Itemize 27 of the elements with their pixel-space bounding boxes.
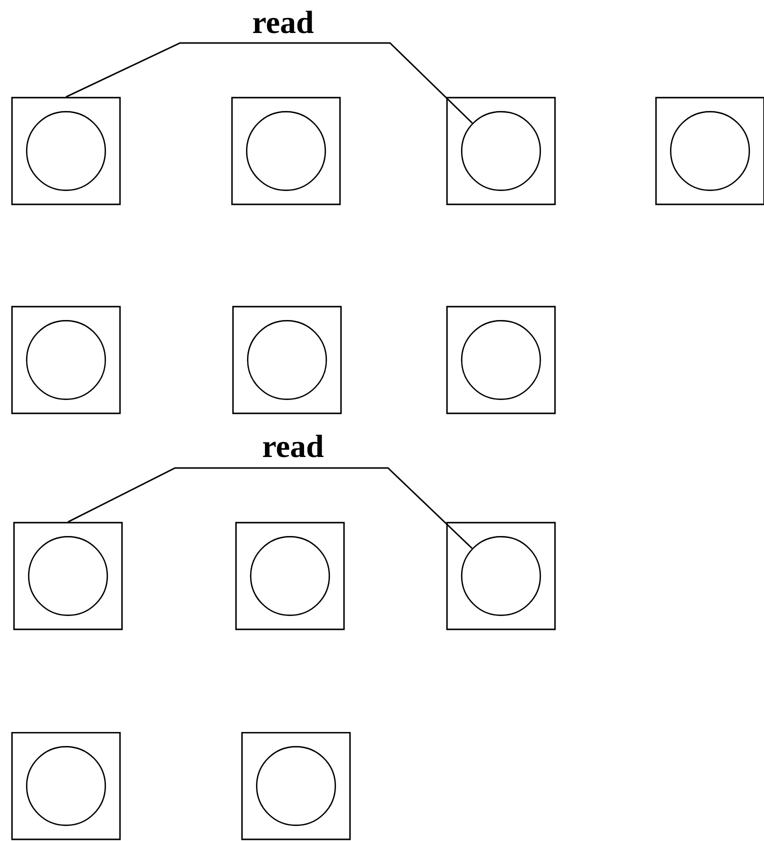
square-box <box>241 732 351 840</box>
edge-label: read <box>263 434 324 458</box>
circle-shape <box>670 111 750 191</box>
circle-shape <box>26 746 106 826</box>
circle-shape <box>26 320 106 400</box>
circle-shape <box>246 111 326 191</box>
circle-shape <box>461 536 541 616</box>
square-box <box>11 96 121 206</box>
circle-shape <box>461 320 541 400</box>
circle-shape <box>28 536 108 616</box>
connector-line <box>66 42 473 124</box>
circle-shape <box>247 320 327 400</box>
square-box <box>11 732 121 840</box>
square-box <box>446 522 556 630</box>
square-box <box>11 306 121 414</box>
square-box <box>231 96 341 206</box>
edge-label: read <box>253 10 314 34</box>
square-box <box>235 522 345 630</box>
square-box <box>446 96 556 206</box>
connector-line <box>68 467 473 549</box>
circle-shape <box>461 111 541 191</box>
circle-shape <box>256 746 336 826</box>
circle-shape <box>26 111 106 191</box>
square-box <box>232 306 342 414</box>
circle-shape <box>250 536 330 616</box>
square-box <box>446 306 556 414</box>
square-box <box>13 522 123 630</box>
